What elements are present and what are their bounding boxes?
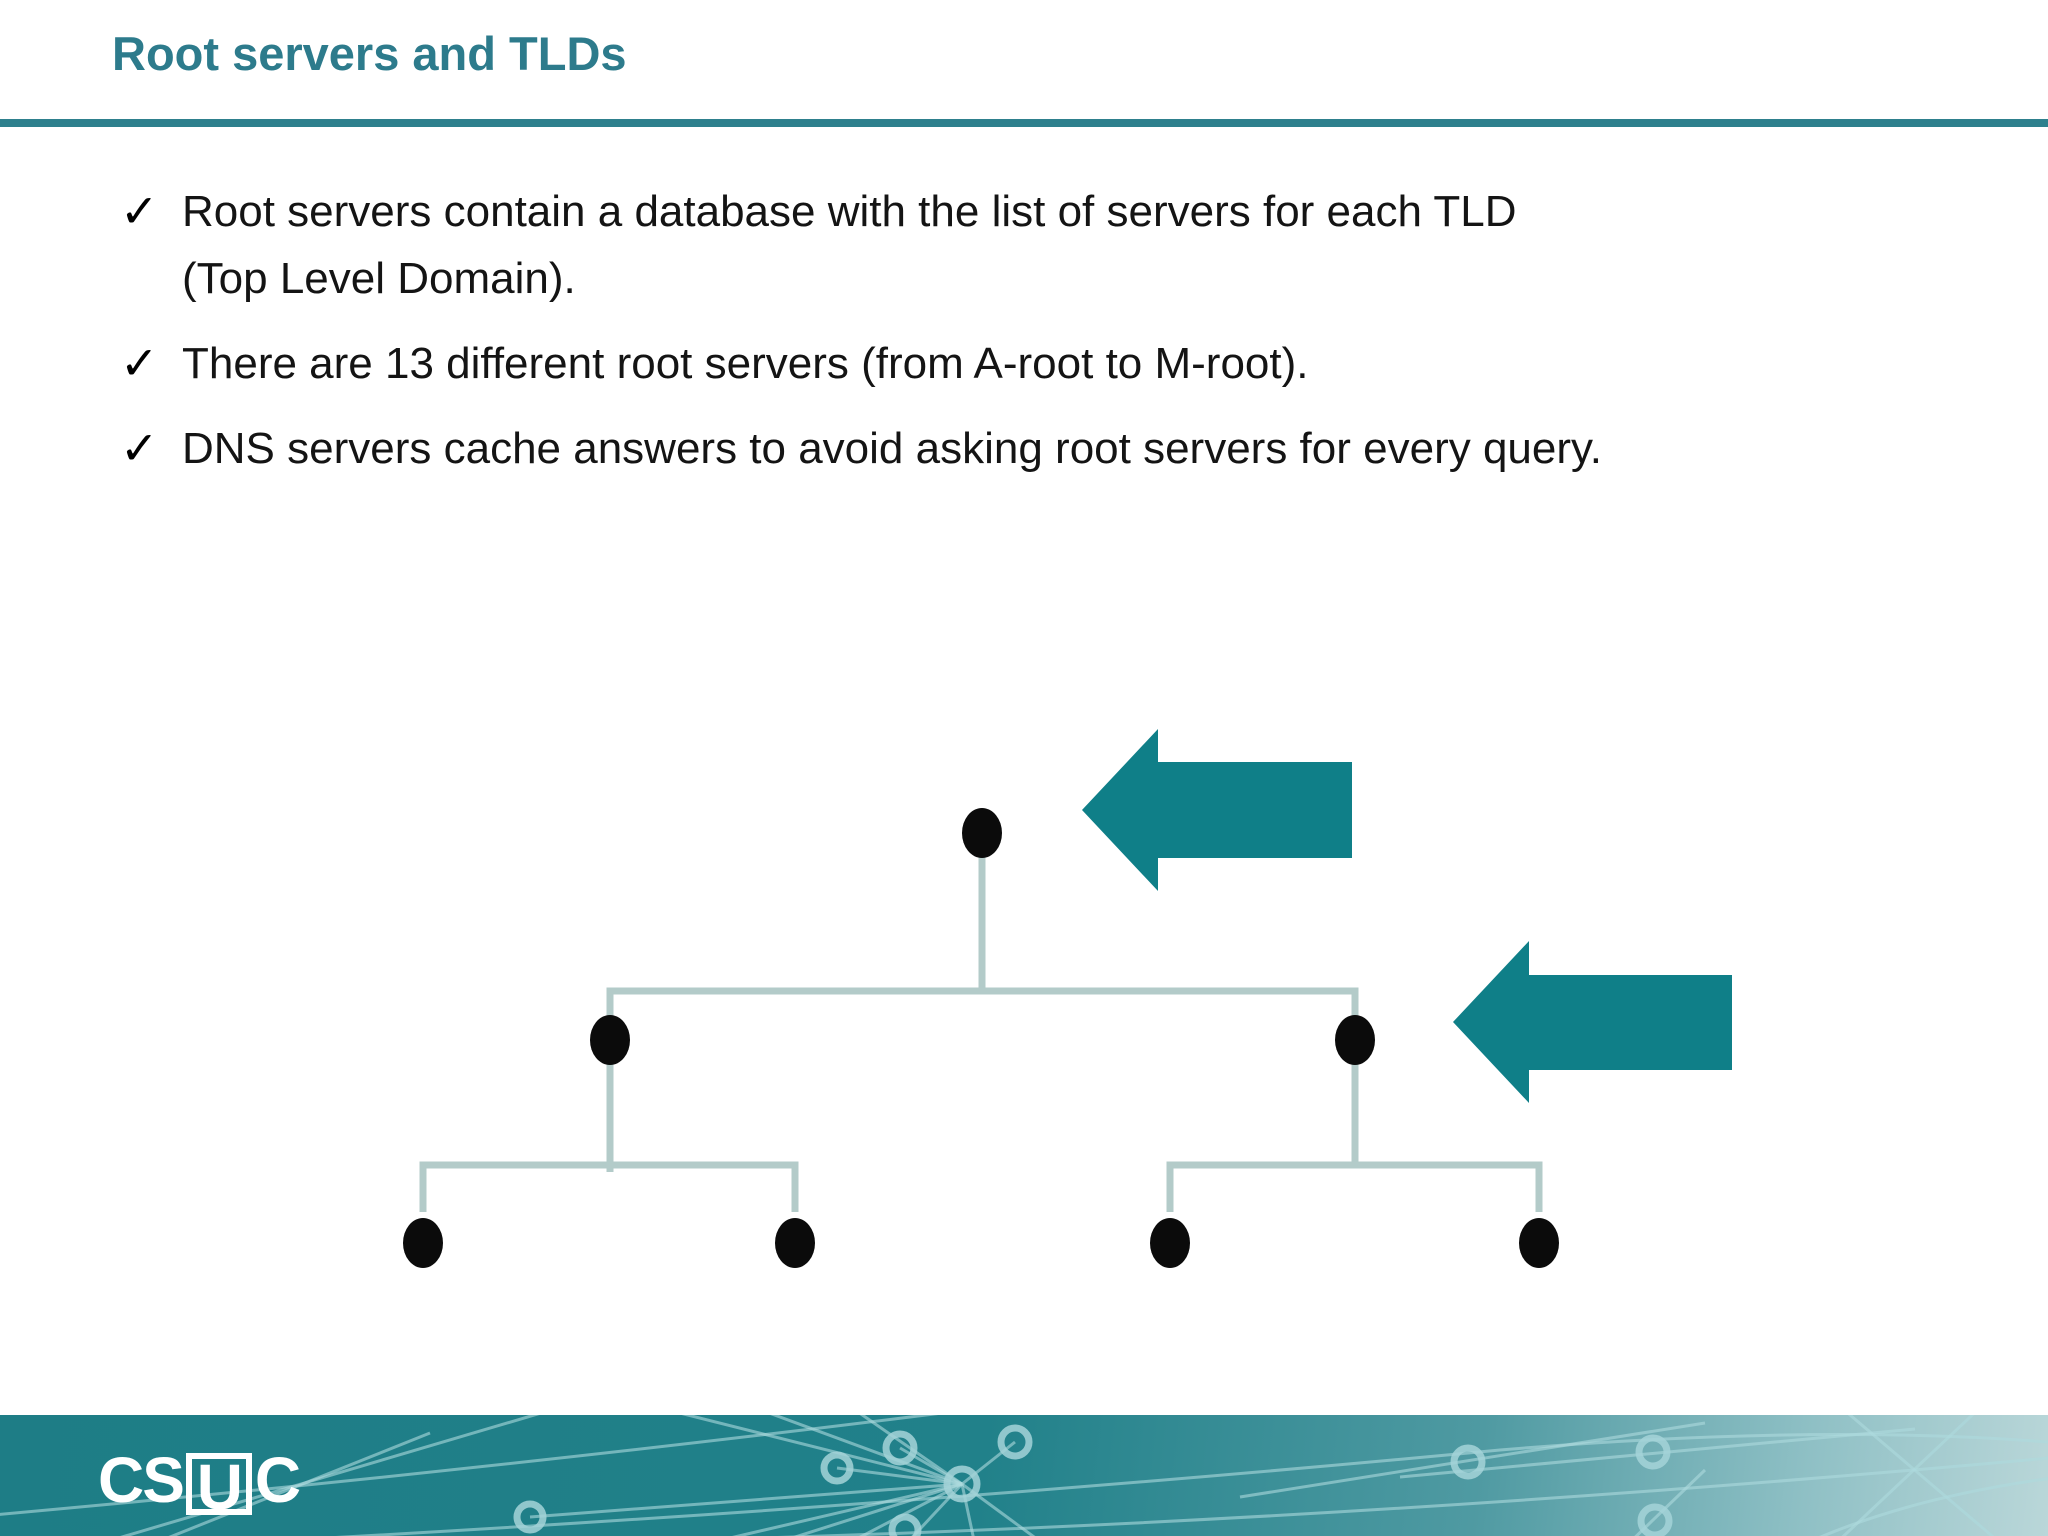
bullet-text: Root servers contain a database with the… <box>182 187 1517 303</box>
leaf-node-dot <box>1519 1218 1559 1268</box>
bullet-list: ✓ Root servers contain a database with t… <box>120 178 1610 500</box>
tree-nodes <box>403 808 1559 1268</box>
checkmark-icon: ✓ <box>120 422 159 474</box>
bullet-text: DNS servers cache answers to avoid askin… <box>182 424 1602 473</box>
bullet-item: ✓ There are 13 different root servers (f… <box>120 330 1610 397</box>
checkmark-icon: ✓ <box>120 337 159 389</box>
network-lines-decoration <box>0 1415 2048 1536</box>
logo-text-c: C <box>254 1444 301 1516</box>
title-divider-line <box>0 119 2048 127</box>
leaf-node-dot <box>403 1218 443 1268</box>
network-node-ring <box>1635 1434 1671 1470</box>
root-node-dot <box>962 808 1002 858</box>
network-node-ring <box>820 1451 854 1485</box>
arrow-pointing-to-tld-node <box>1453 941 1732 1103</box>
network-node-ring <box>1450 1444 1486 1480</box>
bullet-item: ✓ Root servers contain a database with t… <box>120 178 1610 312</box>
bullet-item: ✓ DNS servers cache answers to avoid ask… <box>120 415 1610 482</box>
logo-text-cs: CS <box>98 1444 185 1516</box>
logo-boxed-u: U <box>185 1453 252 1519</box>
network-node-ring <box>888 1513 922 1536</box>
network-node-ring <box>1637 1503 1673 1536</box>
network-node-ring <box>997 1424 1033 1460</box>
leaf-node-dot <box>1150 1218 1190 1268</box>
network-node-ring <box>943 1465 981 1503</box>
bullet-text: There are 13 different root servers (fro… <box>182 339 1309 388</box>
tld-node-dot <box>590 1015 630 1065</box>
leaf-node-dot <box>775 1218 815 1268</box>
slide-title: Root servers and TLDs <box>112 27 627 80</box>
tree-connector-lines <box>419 856 1543 1212</box>
tld-node-dot <box>1335 1015 1375 1065</box>
network-node-ring <box>513 1500 547 1534</box>
arrow-pointing-to-root-node <box>1082 729 1352 891</box>
network-node-ring <box>882 1430 918 1466</box>
checkmark-icon: ✓ <box>120 185 159 237</box>
callout-arrows <box>1082 729 1732 1103</box>
